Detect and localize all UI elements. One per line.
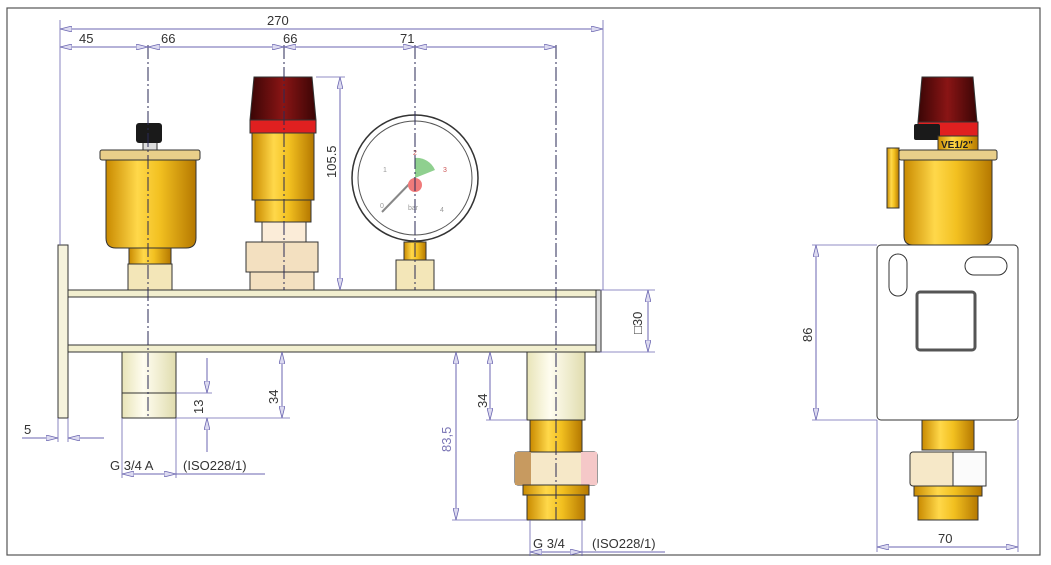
vent-cap-icon: [136, 123, 162, 143]
pipe-square-cutout: [915, 290, 977, 352]
dimension-left-outlet: 34: [266, 352, 282, 418]
valve-knob: [249, 76, 317, 121]
dimension-valve-height: 105.5: [324, 77, 340, 290]
mounting-slot: [964, 256, 1008, 276]
mounting-slot: [888, 253, 908, 297]
dim-70-label: 70: [938, 531, 952, 546]
dimension-plate-thickness: 5: [22, 418, 104, 442]
gauge-scale-0: 0: [380, 203, 384, 210]
thread-callout-right: G 3/4 (ISO228/1): [529, 520, 665, 556]
dim-71-label: 71: [400, 31, 414, 46]
drawing-frame: [6, 7, 1041, 556]
dimension-side-width: 70: [876, 420, 1019, 552]
gauge-scale-1: 1: [383, 167, 387, 174]
gauge-green-zone: [415, 157, 435, 178]
dimension-right-outlet-total: 83,5: [439, 352, 527, 521]
dim-34-left-label: 34: [266, 390, 281, 404]
dim-45-label: 45: [79, 31, 93, 46]
valve-marking: VE1/2": [941, 140, 973, 151]
dimension-pipe-section: □30: [630, 290, 648, 352]
thread-right-label: G 3/4: [533, 536, 565, 551]
dimension-thread-length: 13: [176, 358, 290, 452]
dim-30-label: □30: [630, 312, 645, 334]
left-outlet: [121, 351, 177, 419]
manifold-pipe: [67, 289, 602, 353]
mounting-plate: [57, 244, 69, 419]
dim-13-label: 13: [191, 400, 206, 414]
dim-66b-label: 66: [283, 31, 297, 46]
dimension-overall-width: 270: [60, 13, 603, 29]
gauge-scale-4: 4: [440, 207, 444, 214]
gauge-scale-2: 2: [413, 150, 417, 157]
dimension-spacings: 45 66 66 71: [60, 31, 556, 47]
dim-105-5-label: 105.5: [324, 145, 339, 178]
gauge-scale-3: 3: [443, 167, 447, 174]
dim-66-label: 66: [161, 31, 175, 46]
side-valve-knob: [917, 76, 978, 123]
gauge-unit: bar: [408, 205, 419, 212]
dim-270-label: 270: [267, 13, 289, 28]
thread-callout-left: G 3/4 A (ISO228/1): [110, 418, 265, 478]
front-view: 0 1 2 3 4 bar: [22, 13, 665, 556]
dim-83-5-label: 83,5: [439, 427, 454, 452]
thread-right-standard: (ISO228/1): [592, 536, 656, 551]
dim-5-label: 5: [24, 422, 31, 437]
side-view: VE1/2" 86 70: [800, 76, 1019, 552]
safety-valve: [245, 76, 319, 291]
dim-34-right-label: 34: [475, 394, 490, 408]
dim-86-label: 86: [800, 328, 815, 342]
thread-left-standard: (ISO228/1): [183, 458, 247, 473]
thread-left-label: G 3/4 A: [110, 458, 154, 473]
air-vent: [99, 123, 201, 291]
dimension-right-outlet: 34: [475, 352, 527, 421]
dimension-side-height: 86: [800, 244, 877, 421]
